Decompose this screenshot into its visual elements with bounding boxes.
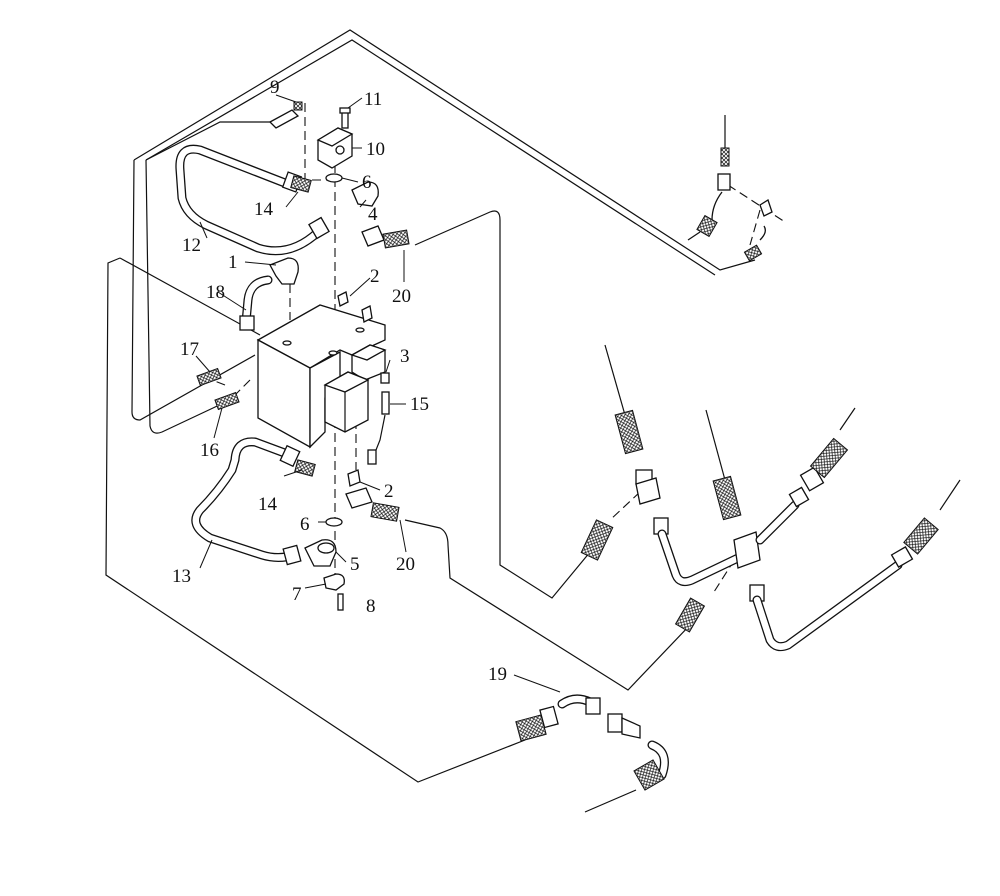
label-part-2-upper: 2 [370,266,380,287]
label-part-14-lower: 14 [258,494,278,515]
label-part-20-lower: 20 [396,554,415,575]
valve-block [256,304,387,449]
label-part-3: 3 [400,346,410,367]
label-part-4: 4 [368,204,378,225]
routing-lines [105,29,756,783]
label-part-1: 1 [228,252,238,273]
swivel-assembly-19 [515,694,669,813]
label-part-7: 7 [292,584,302,605]
label-part-20-upper: 20 [392,286,411,307]
label-part-2-lower: 2 [384,481,394,502]
part-labels: 9 11 10 6 4 14 12 1 20 2 18 17 3 15 16 2… [172,77,507,685]
label-part-9: 9 [270,77,280,98]
label-part-5: 5 [350,554,360,575]
fittings [196,101,410,611]
label-part-8: 8 [366,596,376,617]
label-part-12: 12 [182,235,201,256]
label-part-19: 19 [488,664,507,685]
label-part-15: 15 [410,394,429,415]
tee-assembly-small [687,115,773,262]
label-part-10: 10 [366,139,385,160]
label-part-17: 17 [180,339,199,360]
label-part-6-lower: 6 [300,514,310,535]
hose-18 [239,275,273,331]
label-part-16: 16 [200,440,219,461]
label-part-11: 11 [364,89,382,110]
label-part-13: 13 [172,566,191,587]
hose-13 [191,437,302,566]
label-part-14-upper: 14 [254,199,274,220]
tee-assembly-large [580,344,961,652]
label-part-18: 18 [206,282,225,303]
leader-lines [195,94,561,693]
label-part-6-upper: 6 [362,172,372,193]
